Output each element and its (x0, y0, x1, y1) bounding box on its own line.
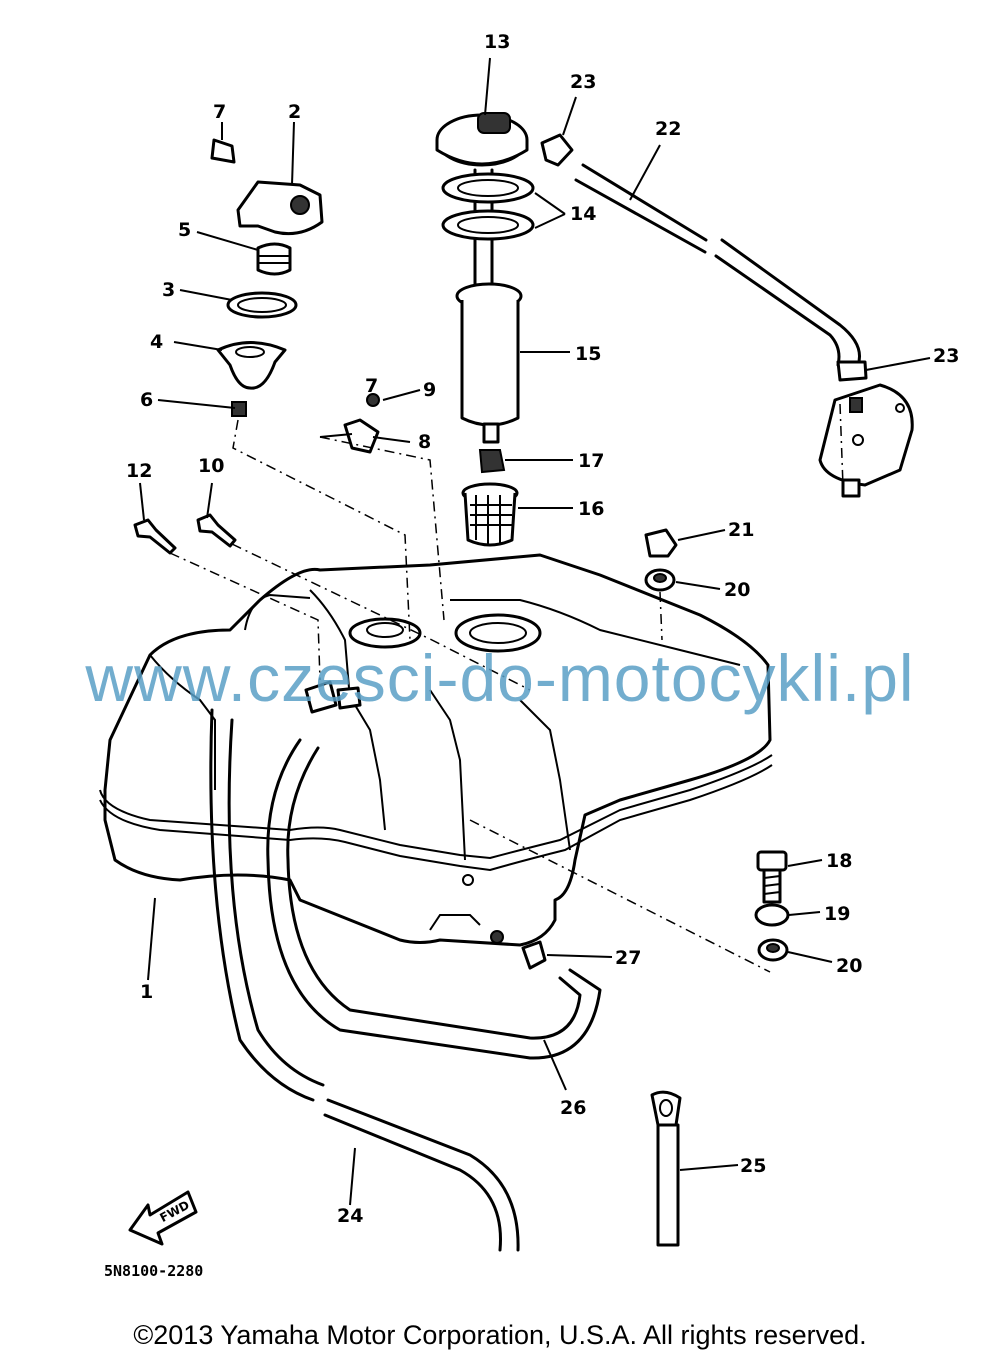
hose-24 (209, 680, 520, 1252)
part-label-7: 7 (213, 101, 226, 123)
part-label-16: 16 (578, 498, 604, 520)
part-label-10: 10 (198, 455, 224, 477)
part-label-22: 22 (655, 118, 681, 140)
part-label-26: 26 (560, 1097, 586, 1119)
part-label-3: 3 (162, 279, 175, 301)
part-label-5: 5 (178, 219, 191, 241)
part-label-12: 12 (126, 460, 152, 482)
part-label-15: 15 (575, 343, 601, 365)
part-label-19: 19 (824, 903, 850, 925)
part-label-2: 2 (288, 101, 301, 123)
part-label-20: 20 (724, 579, 750, 601)
clip-27 (521, 940, 547, 970)
part-label-24: 24 (337, 1205, 363, 1227)
bolts-10-12 (133, 513, 237, 555)
watermark-text: www.czesci-do-motocykli.pl (85, 641, 915, 715)
bolt-washer-set (644, 528, 790, 962)
part-label-13: 13 (484, 31, 510, 53)
part-label-8: 8 (418, 431, 431, 453)
part-label-4: 4 (150, 331, 163, 353)
hose-22 (540, 133, 914, 498)
part-label-23b: 23 (933, 345, 959, 367)
fuel-cock-assembly (435, 112, 535, 547)
part-label-23: 23 (570, 71, 596, 93)
part-labels: 13 23 22 7 2 14 5 3 4 15 23 7 9 6 8 17 1… (126, 31, 959, 1227)
hose-26 (266, 686, 602, 1060)
filler-cap-parts (210, 138, 324, 417)
fuel-tank-exploded-diagram: FWD 13 23 22 7 2 14 5 3 4 15 23 7 9 6 8 … (99, 31, 959, 1252)
part-label-7b: 7 (365, 375, 378, 397)
part-label-20b: 20 (836, 955, 862, 977)
part-label-25: 25 (740, 1155, 766, 1177)
part-label-17: 17 (578, 450, 604, 472)
part-label-6: 6 (140, 389, 153, 411)
part-label-9: 9 (423, 379, 436, 401)
part-label-1: 1 (140, 981, 153, 1003)
leader-lines (139, 57, 931, 1206)
alignment-lines (169, 403, 844, 973)
forward-arrow-icon: FWD (128, 1190, 198, 1246)
part-label-21: 21 (728, 519, 754, 541)
part-label-27: 27 (615, 947, 641, 969)
diagram-code: 5N8100-2280 (104, 1262, 204, 1280)
part-label-18: 18 (826, 850, 852, 872)
part-label-14: 14 (570, 203, 596, 225)
fuel-tank-body (99, 553, 773, 947)
tool-25 (650, 1090, 682, 1247)
copyright-notice: ©2013 Yamaha Motor Corporation, U.S.A. A… (133, 1320, 867, 1350)
